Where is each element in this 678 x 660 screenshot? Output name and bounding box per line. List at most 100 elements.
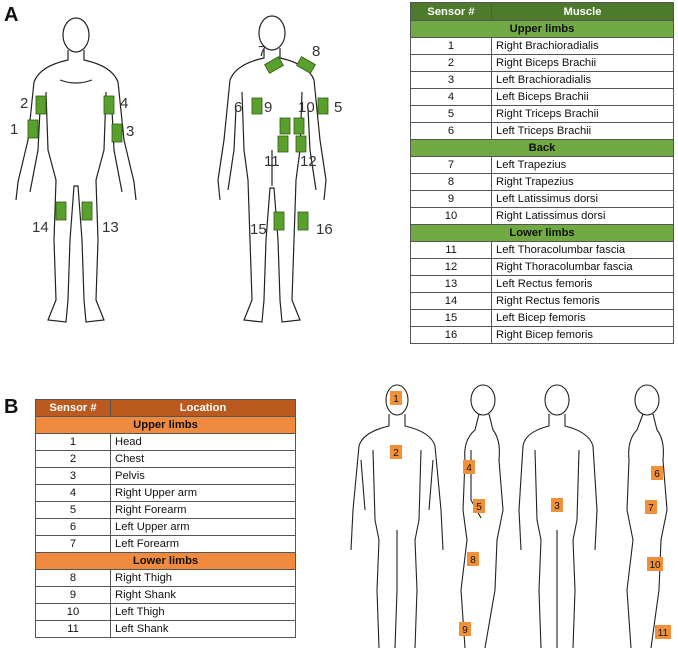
label-a-12: 12 — [300, 153, 317, 170]
label-a-3: 3 — [126, 123, 134, 140]
header-sensor-number: Sensor # — [410, 2, 492, 21]
sensor-a-4 — [103, 95, 115, 115]
sensor-number-cell: 12 — [410, 258, 492, 276]
sensor-a-8 — [296, 56, 316, 74]
muscle-name-cell: Right Rectus femoris — [491, 292, 674, 310]
sensor-number-cell: 3 — [35, 467, 111, 485]
location-name-cell: Right Thigh — [110, 569, 296, 587]
sensor-number-cell: 10 — [35, 603, 111, 621]
sensor-number-cell: 10 — [410, 207, 492, 225]
svg-text:11: 11 — [658, 628, 669, 639]
back-figure-outline — [518, 384, 598, 649]
muscle-name-cell: Left Triceps Brachii — [491, 122, 674, 140]
marker-b-2: 2 — [390, 445, 402, 459]
marker-b-7: 7 — [645, 500, 657, 514]
sensor-number-cell: 14 — [410, 292, 492, 310]
muscle-name-cell: Right Thoracolumbar fascia — [491, 258, 674, 276]
panel-a-letter: A — [4, 4, 19, 26]
side-figure-2-outline — [626, 384, 668, 649]
sensor-number-cell: 7 — [410, 156, 492, 174]
location-name-cell: Pelvis — [110, 467, 296, 485]
location-name-cell: Right Shank — [110, 586, 296, 604]
sensor-a-11 — [277, 135, 289, 153]
muscle-section-heading: Lower limbs — [410, 224, 674, 242]
label-a-14: 14 — [32, 219, 49, 236]
muscle-name-cell: Left Latissimus dorsi — [491, 190, 674, 208]
sensor-a-16 — [297, 211, 309, 231]
location-name-cell: Left Thigh — [110, 603, 296, 621]
front-body-outline — [15, 17, 137, 323]
sensor-number-cell: 4 — [410, 88, 492, 106]
sensor-a-10 — [293, 117, 305, 135]
sensor-a-2 — [35, 95, 47, 115]
svg-text:3: 3 — [554, 501, 560, 512]
sensor-a-15 — [273, 211, 285, 231]
panel-b-letter: B — [4, 396, 19, 418]
sensor-number-cell: 2 — [35, 450, 111, 468]
muscle-name-cell: Left Rectus femoris — [491, 275, 674, 293]
sensor-a-3 — [111, 123, 123, 143]
header-muscle: Muscle — [491, 2, 674, 21]
sensor-number-cell: 8 — [410, 173, 492, 191]
sensor-number-cell: 11 — [410, 241, 492, 259]
sensor-number-cell: 7 — [35, 535, 111, 553]
label-a-1: 1 — [10, 121, 18, 138]
sensor-number-cell: 1 — [35, 433, 111, 451]
location-name-cell: Left Forearm — [110, 535, 296, 553]
muscle-name-cell: Right Trapezius — [491, 173, 674, 191]
label-a-7: 7 — [258, 43, 266, 60]
location-name-cell: Left Shank — [110, 620, 296, 638]
sensor-number-cell: 2 — [410, 54, 492, 72]
sensor-number-cell: 9 — [35, 586, 111, 604]
sensor-number-cell: 11 — [35, 620, 111, 638]
sensor-number-cell: 5 — [35, 501, 111, 519]
label-a-9: 9 — [264, 99, 272, 116]
location-section-heading: Lower limbs — [35, 552, 296, 570]
muscle-name-cell: Left Bicep femoris — [491, 309, 674, 327]
label-a-8: 8 — [312, 43, 320, 60]
sensor-number-cell: 4 — [35, 484, 111, 502]
muscle-name-cell: Right Brachioradialis — [491, 37, 674, 55]
label-a-16: 16 — [316, 221, 333, 238]
sensor-number-cell: 6 — [410, 122, 492, 140]
location-name-cell: Left Upper arm — [110, 518, 296, 536]
sensor-number-cell: 5 — [410, 105, 492, 123]
svg-text:7: 7 — [648, 503, 654, 514]
svg-text:5: 5 — [476, 502, 482, 513]
marker-b-3: 3 — [551, 498, 563, 512]
muscle-name-cell: Right Biceps Brachii — [491, 54, 674, 72]
marker-b-6: 6 — [651, 466, 663, 480]
sensor-a-5 — [317, 97, 329, 115]
location-section-heading: Upper limbs — [35, 416, 296, 434]
svg-text:8: 8 — [470, 555, 476, 566]
marker-b-8: 8 — [467, 552, 479, 566]
location-name-cell: Head — [110, 433, 296, 451]
svg-text:6: 6 — [654, 469, 660, 480]
sensor-number-cell: 1 — [410, 37, 492, 55]
label-a-11: 11 — [264, 153, 280, 170]
marker-b-4: 4 — [463, 460, 475, 474]
muscle-name-cell: Right Bicep femoris — [491, 326, 674, 344]
location-name-cell: Right Upper arm — [110, 484, 296, 502]
muscle-name-cell: Left Trapezius — [491, 156, 674, 174]
label-a-4: 4 — [120, 95, 128, 112]
muscle-section-heading: Upper limbs — [410, 20, 674, 38]
label-a-13: 13 — [102, 219, 119, 236]
sensor-a-1 — [27, 119, 39, 139]
